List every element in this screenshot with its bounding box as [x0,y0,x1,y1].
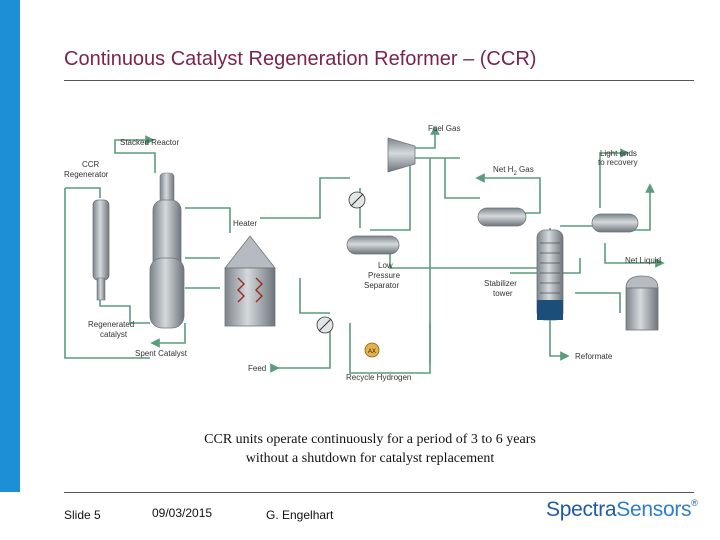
label-stacked-reactor: Stacked Reactor [120,138,179,147]
title-divider [64,80,694,81]
logo-part-2: Sensors [616,498,692,521]
pipe-feed [270,330,331,373]
pipe-stabilizer-bottoms [575,292,621,313]
pipe-regenerator-top [65,187,101,198]
label-light-ends-1: Light ends [600,149,637,158]
label-spent-catalyst: Spent Catalyst [135,349,188,358]
label-regenerated-catalyst-2: catalyst [100,330,128,339]
heat-exchanger-upper [348,191,366,209]
ccr-regenerator [92,199,110,301]
caption-line-1: CCR units operate continuously for a per… [204,432,536,447]
analyzer-icon: AX [364,342,380,358]
slide-number: Slide 5 [64,508,101,522]
pipe-exchanger-to-heater [299,278,330,314]
footer-divider [64,492,694,493]
slide-date: 09/03/2015 [152,506,213,520]
left-accent-bar [0,0,20,492]
label-low-pressure-1: Low [378,261,393,270]
pipe-light-ends [599,148,630,208]
spectrasensors-logo: SpectraSensors® [546,498,698,522]
logo-part-1: Spectra [546,498,617,521]
slide-title: Continuous Catalyst Regeneration Reforme… [64,48,537,70]
pipe-reactor-to-heater [185,207,231,233]
light-ends-drum [591,213,639,233]
pipe-regenerator-loop [64,188,150,359]
label-recycle-hydrogen: Recycle Hydrogen [346,373,411,382]
label-ccr-regenerator-2: Regenerator [64,170,109,179]
label-heater: Heater [233,219,257,228]
logo-trademark: ® [691,498,698,508]
label-feed: Feed [248,364,266,373]
low-pressure-separator [346,235,400,255]
label-low-pressure-2: Pressure [368,271,401,280]
pipe-net-h2-gas [444,158,480,199]
pipe-recycle-hydrogen [349,323,431,374]
pipe-spent-catalyst [150,323,186,348]
pipe-stacked-reactor-top [114,135,156,173]
pipe-net-h2-outlet [475,173,541,214]
pipe-light-ends-up [630,183,655,231]
slide-author: G. Engelhart [266,508,334,522]
label-low-pressure-3: Separator [364,281,399,290]
label-ccr-regenerator-1: CCR [82,160,100,169]
heater [224,235,276,327]
label-light-ends-2: to recovery [598,158,638,167]
pipe-lps-vapor [370,157,460,231]
ccr-process-diagram: AX Stacked Reactor CCR Regenerator Heate… [64,124,665,382]
analyzer-label: AX [368,349,376,355]
diagram-labels: Stacked Reactor CCR Regenerator Heater R… [64,124,661,382]
label-regenerated-catalyst-1: Regenerated [88,320,134,329]
net-h2-drum [477,207,527,227]
heat-exchanger-lower [316,316,334,334]
compressor [387,137,416,173]
stabilizer-tower [536,229,564,321]
pipe-regenerated-catalyst [99,298,150,324]
pipe-lps-liquid [389,248,540,269]
pipe-heater-to-exchanger [260,177,350,219]
label-fuel-gas: Fuel Gas [428,124,460,133]
label-stabilizer-2: tower [493,289,513,298]
label-reformate: Reformate [575,352,613,361]
pipe-reformate [549,318,570,361]
label-stabilizer-1: Stabilizer [484,279,517,288]
caption-line-2: without a shutdown for catalyst replacem… [245,451,495,466]
label-net-h2-gas: Net H2 Gas [493,165,534,177]
reformate-tank [625,275,659,331]
label-net-liquid: Net Liquid [625,256,661,265]
pipe-net-liquid [604,243,665,268]
stacked-reactor [149,172,185,329]
pipe-stabilizer-reflux [510,258,581,274]
